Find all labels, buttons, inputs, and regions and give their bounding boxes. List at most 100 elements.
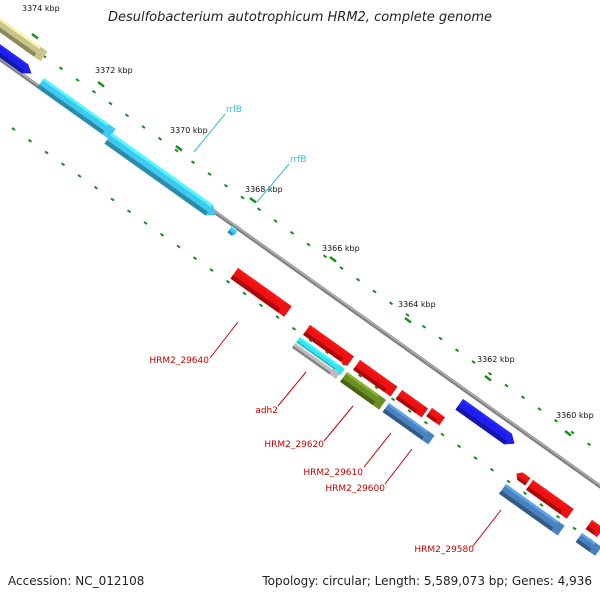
track-dot bbox=[273, 219, 278, 223]
feature-highlight bbox=[461, 399, 512, 437]
track-dot bbox=[242, 291, 247, 296]
feature-body bbox=[353, 360, 398, 397]
feature-highlight bbox=[42, 78, 110, 127]
label-leader-line bbox=[472, 509, 502, 547]
red-gene-4 bbox=[395, 390, 429, 418]
feature-body bbox=[0, 12, 48, 62]
feature-shadow bbox=[37, 84, 105, 135]
feature-highlight bbox=[504, 484, 559, 524]
steel-blue-gene-29610 bbox=[382, 403, 435, 445]
label-leader-line bbox=[193, 113, 226, 153]
track-dot bbox=[504, 383, 509, 388]
track-dot bbox=[308, 338, 313, 343]
track-dot bbox=[258, 303, 264, 308]
tick-label: 3364 kbp bbox=[398, 300, 436, 309]
tick-mark bbox=[404, 317, 412, 324]
track-dot bbox=[256, 207, 262, 212]
feature-highlight bbox=[0, 12, 41, 49]
grey-gene-adh bbox=[291, 342, 340, 380]
track-dot bbox=[291, 326, 297, 331]
red-gene-5 bbox=[426, 408, 446, 426]
tick-label: 3372 kbp bbox=[95, 66, 133, 75]
track-dot bbox=[471, 360, 476, 364]
track-dot bbox=[176, 244, 181, 249]
red-gene-7 bbox=[526, 480, 574, 519]
feature-body bbox=[230, 268, 292, 317]
feature-body bbox=[585, 520, 600, 538]
feature-shadow bbox=[291, 345, 331, 375]
feature-shadow bbox=[395, 395, 418, 413]
tick-mark bbox=[249, 197, 257, 204]
tick-mark bbox=[97, 81, 105, 88]
track-dot bbox=[405, 313, 410, 317]
track-dot bbox=[91, 89, 97, 94]
track-dot bbox=[586, 442, 592, 447]
track-dot bbox=[423, 420, 429, 425]
feature-shadow bbox=[575, 538, 592, 552]
feature-highlight bbox=[295, 342, 334, 370]
track-dot bbox=[60, 162, 66, 167]
blue-gene-top bbox=[0, 40, 32, 74]
track-dot bbox=[522, 491, 528, 496]
track-dot bbox=[75, 78, 80, 82]
track-dot bbox=[407, 409, 412, 413]
red-gene-edge bbox=[585, 520, 600, 538]
feature-highlight bbox=[345, 372, 380, 398]
feature-shadow bbox=[585, 525, 596, 535]
steel-blue-gene-edge bbox=[575, 533, 600, 556]
track-dot bbox=[58, 66, 64, 71]
tick-7: 3360 kbp bbox=[556, 411, 594, 437]
feature-shadow bbox=[382, 408, 424, 440]
feature-label-7: HRM2_29580 bbox=[414, 509, 502, 555]
tick-label: 3374 kbp bbox=[22, 4, 60, 13]
inner-tick-track bbox=[11, 127, 594, 543]
label-leader-line bbox=[323, 405, 354, 442]
track-dot bbox=[141, 125, 146, 129]
feature-highlight bbox=[358, 360, 391, 385]
tick-mark bbox=[31, 33, 39, 40]
map-title: Desulfobacterium autotrophicum HRM2, com… bbox=[107, 10, 493, 25]
track-dot bbox=[27, 138, 33, 143]
track-dot bbox=[157, 136, 163, 141]
track-dot bbox=[124, 113, 130, 118]
feature-shadow bbox=[353, 366, 387, 392]
feature-highlight bbox=[308, 325, 348, 354]
tick-mark bbox=[329, 256, 337, 263]
track-dot bbox=[143, 221, 148, 225]
tick-6: 3362 kbp bbox=[477, 355, 515, 382]
tick-mark bbox=[484, 375, 492, 382]
feature-body bbox=[526, 480, 574, 519]
tick-1: 3372 kbp bbox=[95, 66, 133, 88]
red-gene-2 bbox=[303, 325, 354, 367]
feature-highlight bbox=[0, 40, 29, 67]
feature-shadow bbox=[0, 45, 25, 74]
feature-label-text: rrfB bbox=[290, 155, 307, 165]
track-dot bbox=[240, 195, 245, 200]
track-dot bbox=[110, 197, 115, 202]
track-dot bbox=[388, 301, 394, 306]
tick-label: 3370 kbp bbox=[170, 126, 208, 135]
feature-label-text: HRM2_29600 bbox=[325, 484, 385, 494]
tick-5: 3364 kbp bbox=[398, 300, 436, 324]
track-dot bbox=[489, 467, 495, 472]
label-leader-line bbox=[384, 448, 413, 485]
label-leader-line bbox=[256, 163, 290, 203]
track-dot bbox=[108, 101, 113, 106]
track-dot bbox=[207, 172, 212, 176]
track-dot bbox=[454, 348, 460, 353]
genome-summary-text: Topology: circular; Length: 5,589,073 bp… bbox=[262, 574, 592, 588]
tick-mark bbox=[564, 430, 572, 437]
feature-highlight bbox=[531, 480, 568, 507]
feature-shadow bbox=[227, 230, 234, 236]
tick-4: 3366 kbp bbox=[322, 244, 360, 263]
feature-label-0: rrlB bbox=[193, 105, 242, 153]
red-gene-3 bbox=[353, 360, 398, 397]
track-dot bbox=[421, 324, 427, 329]
tick-3: 3368 kbp bbox=[245, 185, 283, 204]
track-dot bbox=[355, 277, 361, 282]
feature-label-3: adh2 bbox=[255, 371, 307, 416]
track-dot bbox=[520, 395, 526, 400]
track-dot bbox=[506, 479, 511, 484]
